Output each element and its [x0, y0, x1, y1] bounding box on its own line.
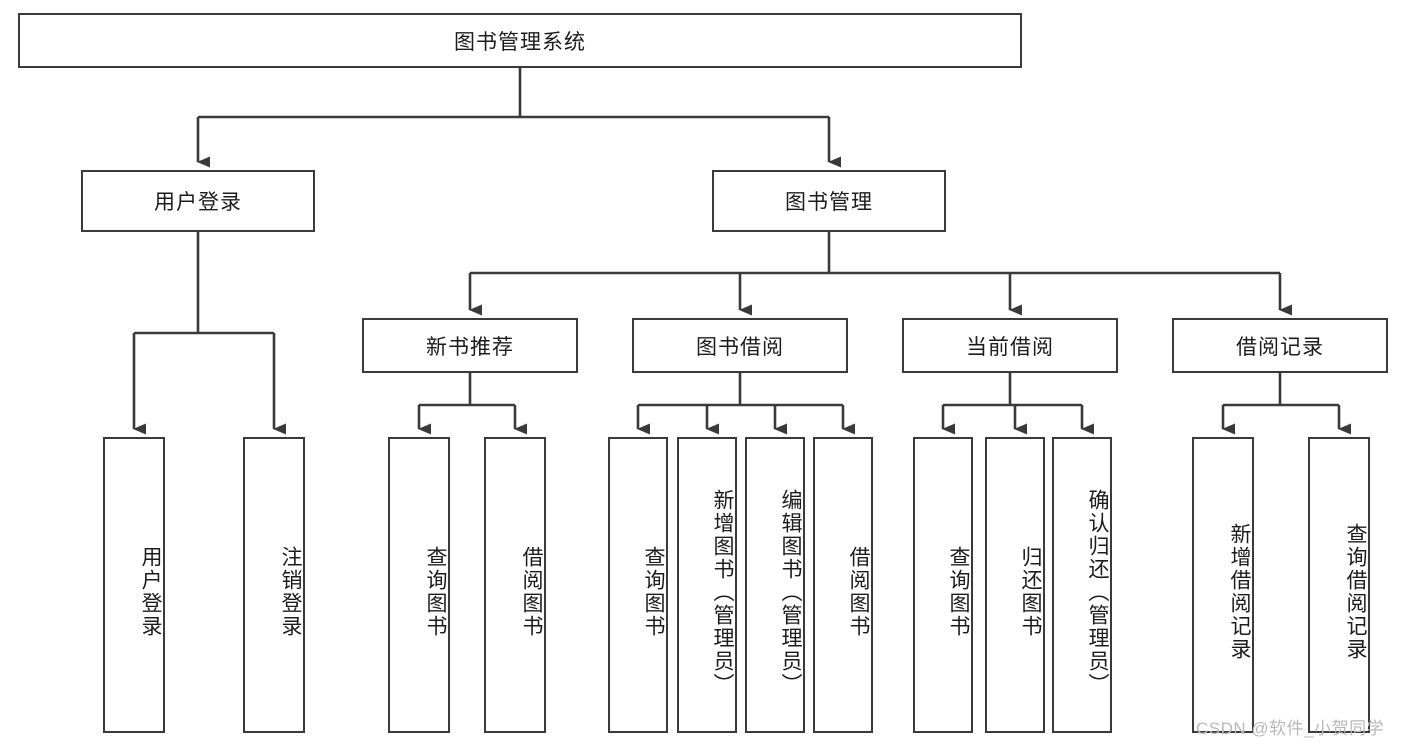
node-leaf-borrow-book-rec[interactable]: 借阅图书	[484, 437, 546, 733]
node-new-book-rec-label: 新书推荐	[426, 335, 514, 359]
node-leaf-user-logout[interactable]: 注销登录	[243, 437, 305, 733]
node-leaf-confirm-return-label: 确认归还（管理员）	[1086, 488, 1109, 696]
node-leaf-edit-book[interactable]: 编辑图书（管理员）	[745, 437, 805, 733]
node-leaf-confirm-return[interactable]: 确认归还（管理员）	[1052, 437, 1112, 733]
node-leaf-add-record[interactable]: 新增借阅记录	[1192, 437, 1254, 733]
node-leaf-borrow-book-label: 借阅图书	[847, 546, 870, 638]
node-book-manage[interactable]: 图书管理	[712, 170, 946, 232]
node-leaf-return-book-label: 归还图书	[1019, 546, 1042, 638]
node-current-borrow-label: 当前借阅	[966, 335, 1054, 359]
node-root[interactable]: 图书管理系统	[18, 13, 1022, 68]
node-borrow-record[interactable]: 借阅记录	[1172, 318, 1388, 373]
node-leaf-user-login[interactable]: 用户登录	[103, 437, 165, 733]
node-user-login-label: 用户登录	[154, 191, 242, 214]
node-leaf-query-book-rec[interactable]: 查询图书	[388, 437, 450, 733]
node-current-borrow[interactable]: 当前借阅	[902, 318, 1118, 373]
node-book-borrow[interactable]: 图书借阅	[632, 318, 848, 373]
node-leaf-borrow-book-rec-label: 借阅图书	[520, 546, 543, 638]
node-book-borrow-label: 图书借阅	[696, 335, 784, 359]
node-new-book-rec[interactable]: 新书推荐	[362, 318, 578, 373]
node-leaf-query-record-label: 查询借阅记录	[1344, 523, 1367, 661]
node-leaf-query-book-cur[interactable]: 查询图书	[913, 437, 973, 733]
node-leaf-edit-book-label: 编辑图书（管理员）	[779, 488, 802, 696]
node-leaf-add-book[interactable]: 新增图书（管理员）	[677, 437, 737, 733]
node-leaf-return-book[interactable]: 归还图书	[985, 437, 1045, 733]
node-user-login[interactable]: 用户登录	[81, 170, 315, 232]
watermark: CSDN @软件_小贺同学	[1196, 719, 1385, 738]
node-leaf-query-book-label: 查询图书	[642, 546, 665, 638]
node-leaf-query-book-rec-label: 查询图书	[424, 546, 447, 638]
node-root-label: 图书管理系统	[454, 30, 586, 54]
node-leaf-user-login-label: 用户登录	[139, 546, 162, 638]
node-book-manage-label: 图书管理	[785, 191, 873, 214]
node-leaf-borrow-book[interactable]: 借阅图书	[813, 437, 873, 733]
node-leaf-query-book[interactable]: 查询图书	[608, 437, 668, 733]
node-leaf-query-record[interactable]: 查询借阅记录	[1308, 437, 1370, 733]
node-leaf-query-book-cur-label: 查询图书	[947, 546, 970, 638]
node-leaf-add-book-label: 新增图书（管理员）	[711, 488, 734, 696]
node-borrow-record-label: 借阅记录	[1236, 335, 1324, 359]
node-leaf-add-record-label: 新增借阅记录	[1228, 523, 1251, 661]
node-leaf-user-logout-label: 注销登录	[279, 546, 302, 638]
